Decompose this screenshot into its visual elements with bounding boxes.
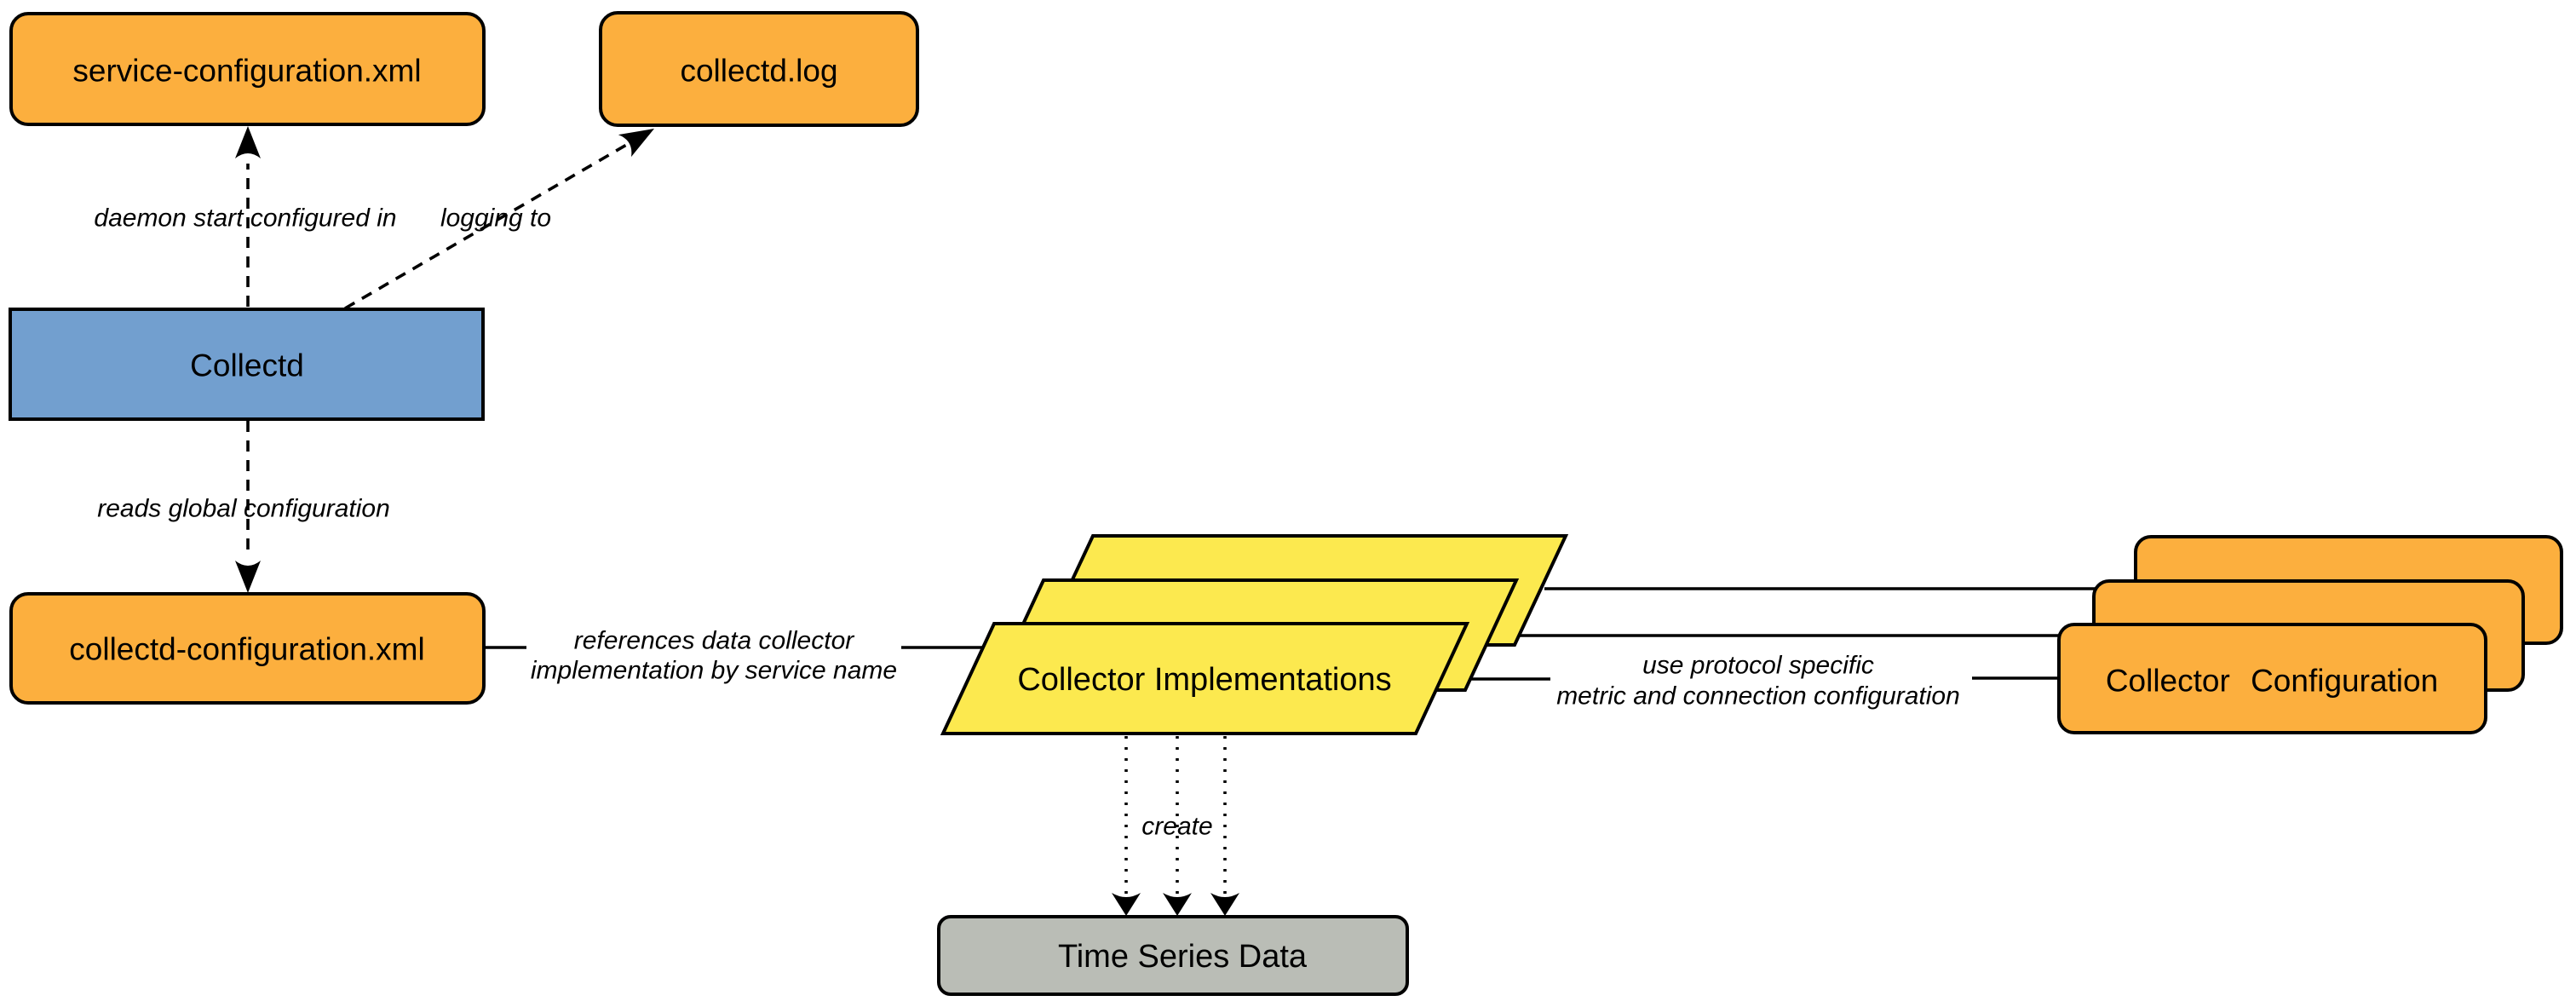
arrowhead-down-icon — [1210, 893, 1239, 916]
edge-label-create: create — [1141, 813, 1212, 841]
node-collectd-log — [599, 11, 919, 127]
edge-label-use-protocol-line1: use protocol specific — [1642, 652, 1874, 680]
edge-label-references-line1: references data collector — [574, 627, 855, 655]
edge-label-logging-to: logging to — [440, 204, 551, 233]
node-collectd — [9, 308, 485, 421]
arrowhead-down-icon — [1163, 893, 1192, 916]
edge-label-reads-global: reads global configuration — [97, 495, 390, 523]
node-time-series-data — [937, 915, 1409, 996]
node-collectd-log-label: collectd.log — [680, 54, 837, 89]
node-collector-implementations-label: Collector Implementations — [1017, 662, 1391, 698]
node-collectd-configuration-xml — [9, 592, 486, 705]
node-collectd-label: Collectd — [190, 348, 304, 383]
node-time-series-data-label: Time Series Data — [1058, 939, 1308, 975]
node-service-configuration-xml — [9, 12, 486, 126]
edge-label-references-line2: implementation by service name — [531, 657, 897, 685]
node-collector-implementations — [940, 622, 1470, 735]
arrowhead-down-icon — [1112, 893, 1141, 916]
edge-label-daemon-start: daemon start configured in — [94, 204, 396, 233]
node-collector-configuration — [2057, 623, 2487, 734]
arrowhead-up-icon — [235, 126, 261, 158]
edge-logging-to-dashed-line — [344, 139, 635, 310]
arrowhead-down-icon — [235, 561, 261, 593]
node-service-configuration-xml-label: service-configuration.xml — [72, 54, 421, 89]
node-collectd-configuration-xml-label: collectd-configuration.xml — [69, 632, 424, 667]
node-collector-configuration-label: Collector Configuration — [2106, 664, 2438, 699]
edge-label-use-protocol-line2: metric and connection configuration — [1556, 682, 1960, 711]
arrowhead-upright-icon — [618, 129, 654, 158]
